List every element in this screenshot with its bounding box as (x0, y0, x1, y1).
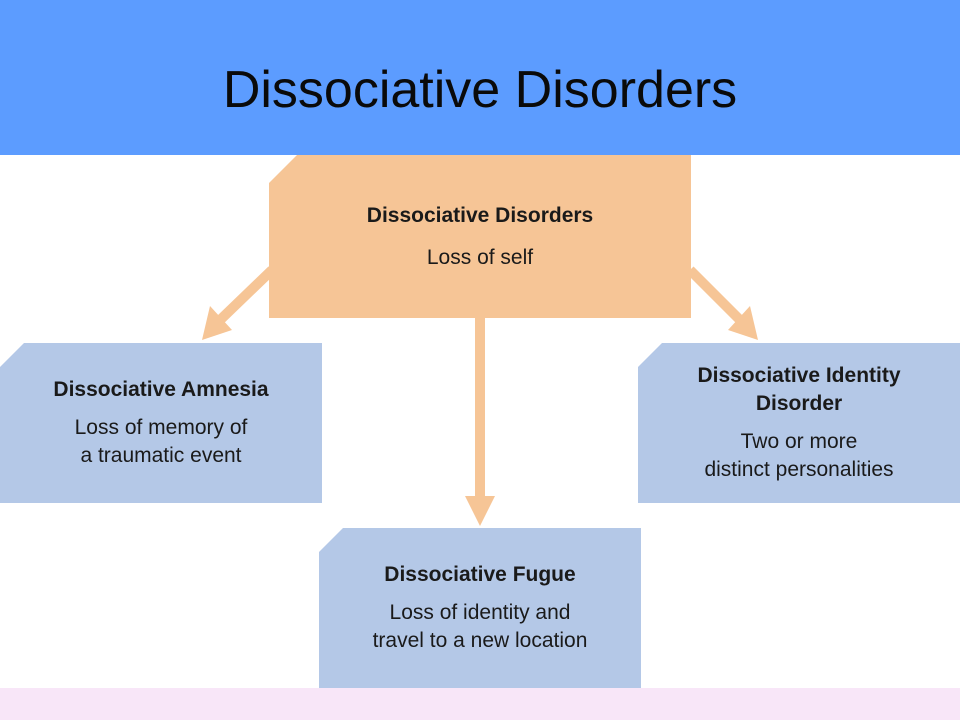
slide-title: Dissociative Disorders (222, 61, 738, 119)
identity-description: Two or more distinct personalities (704, 428, 893, 484)
root-node-description: Loss of self (426, 245, 534, 269)
node-dissociative-fugue: Dissociative Fugue Loss of identity and … (319, 528, 641, 688)
footer-band (0, 688, 960, 720)
root-node-dissociative-disorders: Dissociative Disorders Loss of self (269, 155, 691, 318)
arrowhead-amnesia (202, 306, 232, 340)
amnesia-description-line1: Loss of memory of (74, 416, 248, 439)
node-dissociative-amnesia: Dissociative Amnesia Loss of memory of a… (0, 343, 322, 503)
fugue-description-line2: travel to a new location (372, 629, 588, 652)
fugue-name: Dissociative Fugue (384, 563, 576, 586)
identity-description-line1: Two or more (740, 430, 858, 453)
identity-name-line1: Dissociative Identity (697, 364, 901, 387)
arrowhead-identity (728, 306, 758, 340)
identity-name-line2: Disorder (755, 392, 843, 415)
identity-name: Dissociative Identity Disorder (697, 362, 900, 418)
root-node-name: Dissociative Disorders (366, 203, 594, 227)
amnesia-description-line2: a traumatic event (80, 444, 242, 467)
fugue-description-line1: Loss of identity and (389, 601, 571, 624)
arrowhead-fugue (465, 496, 495, 526)
arrow-to-amnesia (214, 266, 276, 326)
arrow-to-identity (686, 266, 746, 326)
amnesia-name: Dissociative Amnesia (53, 378, 269, 401)
identity-description-line2: distinct personalities (704, 458, 894, 481)
title-banner (0, 0, 960, 155)
fugue-description: Loss of identity and travel to a new loc… (373, 599, 588, 655)
node-dissociative-identity-disorder: Dissociative Identity Disorder Two or mo… (638, 343, 960, 503)
amnesia-description: Loss of memory of a traumatic event (75, 414, 248, 470)
